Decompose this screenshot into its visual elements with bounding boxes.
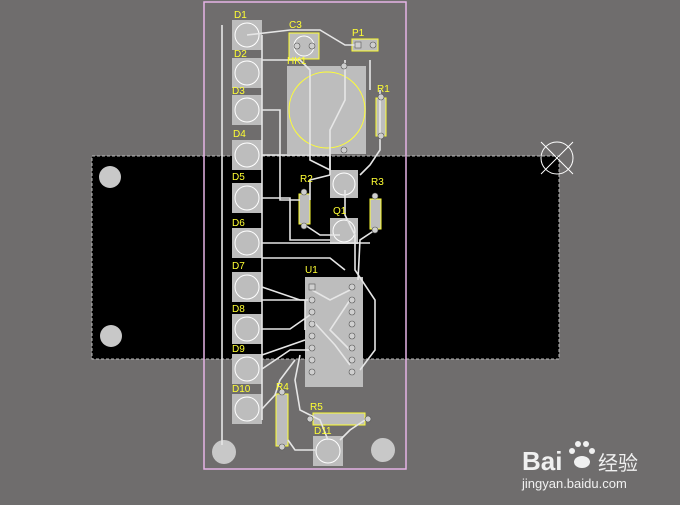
label-hk1: HK1 bbox=[287, 56, 307, 67]
label-d6: D6 bbox=[232, 218, 245, 229]
pcb-traces bbox=[221, 25, 381, 451]
label-d11: D11 bbox=[314, 426, 332, 437]
label-d5: D5 bbox=[232, 172, 245, 183]
label-p1: P1 bbox=[352, 28, 365, 39]
mounting-hole-bottom-right[interactable] bbox=[371, 438, 395, 462]
component-r3-body[interactable] bbox=[369, 198, 382, 230]
label-u1: U1 bbox=[305, 265, 318, 276]
diode-column bbox=[232, 20, 358, 466]
origin-marker-icon bbox=[540, 141, 574, 175]
label-c3: C3 bbox=[289, 20, 302, 31]
label-d8: D8 bbox=[232, 304, 245, 315]
component-u1-body[interactable] bbox=[305, 277, 363, 387]
label-r4: R4 bbox=[276, 382, 289, 393]
pads[interactable] bbox=[278, 41, 385, 451]
component-r4-body[interactable] bbox=[275, 393, 289, 447]
watermark-url: jingyan.baidu.com bbox=[521, 476, 627, 491]
silkscreen-labels: D1 D2 D3 D4 D5 D6 D7 D8 D9 D10 D11 C3 HK… bbox=[232, 10, 390, 437]
label-r3: R3 bbox=[371, 177, 384, 188]
component-hk1-outline bbox=[288, 71, 366, 149]
label-d4: D4 bbox=[233, 129, 246, 140]
mounting-hole-left-top[interactable] bbox=[99, 166, 121, 188]
label-r5: R5 bbox=[310, 402, 323, 413]
label-d9: D9 bbox=[232, 344, 245, 355]
watermark-brand: Bai bbox=[522, 446, 562, 476]
label-d10: D10 bbox=[232, 384, 251, 395]
mounting-hole-left-bottom[interactable] bbox=[100, 325, 122, 347]
board-outline[interactable] bbox=[203, 1, 407, 470]
label-r1: R1 bbox=[377, 84, 390, 95]
baidu-watermark: Bai 经验 jingyan.baidu.com bbox=[521, 441, 638, 491]
label-d2: D2 bbox=[234, 49, 247, 60]
mounting-hole-bottom-left[interactable] bbox=[212, 440, 236, 464]
component-r1-body[interactable] bbox=[375, 97, 387, 137]
label-d1: D1 bbox=[234, 10, 247, 21]
component-r2-body[interactable] bbox=[298, 193, 311, 225]
watermark-brand-suffix: 经验 bbox=[598, 452, 638, 475]
paw-icon bbox=[569, 441, 595, 468]
label-r2: R2 bbox=[300, 174, 313, 185]
label-d7: D7 bbox=[232, 261, 245, 272]
label-d3: D3 bbox=[232, 86, 245, 97]
component-hk1-body[interactable] bbox=[287, 66, 366, 154]
label-q1: Q1 bbox=[333, 206, 347, 217]
